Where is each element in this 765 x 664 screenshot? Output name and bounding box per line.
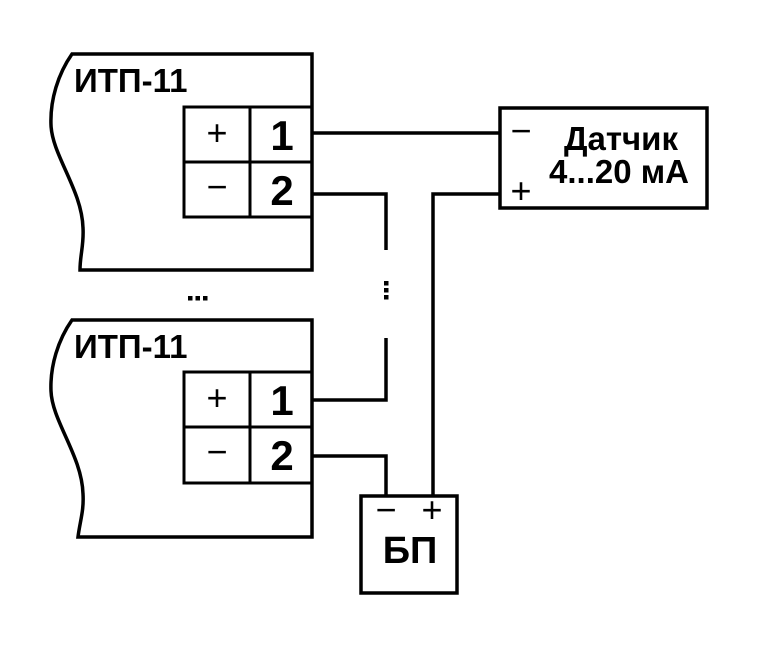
device-2-label: ИТП-11	[74, 328, 187, 365]
dot	[384, 281, 389, 286]
power-supply-minus-sign: −	[375, 489, 396, 530]
power-supply-box: − + БП	[359, 489, 459, 595]
device-2-term2-number: 2	[270, 432, 293, 479]
wire-psu-plus-to-sensor-plus	[431, 192, 500, 496]
device-2: ИТП-11 + 1 − 2	[49, 318, 314, 539]
wires	[312, 131, 500, 496]
sensor-plus-sign: +	[510, 170, 531, 211]
power-supply-plus-sign: +	[421, 489, 442, 530]
power-supply-outline	[359, 494, 459, 595]
dot	[384, 288, 389, 293]
power-supply-label: БП	[383, 530, 438, 572]
device-2-terminal-block: + 1 − 2	[182, 370, 314, 485]
device-2-term1-number: 1	[270, 377, 293, 424]
dot	[188, 296, 193, 301]
device-1-term2-number: 2	[270, 167, 293, 214]
wire-device2-term2-to-psu-minus	[312, 454, 388, 496]
wire-chain-to-device2-term1	[312, 338, 388, 402]
device-1-term2-sign: −	[206, 166, 227, 207]
sensor-range: 4...20 мА	[549, 153, 689, 190]
continuation-dots-vertical	[384, 281, 389, 300]
device-2-term1-sign: +	[206, 377, 227, 418]
dot	[195, 296, 200, 301]
device-1-term1-sign: +	[206, 112, 227, 153]
device-1-label: ИТП-11	[74, 62, 187, 99]
sensor-name: Датчик	[564, 120, 678, 157]
continuation-dots-horizontal	[188, 296, 208, 301]
sensor-outline	[498, 106, 709, 210]
device-1-terminal-block: + 1 − 2	[182, 105, 314, 219]
device-1-term1-number: 1	[270, 112, 293, 159]
device-1: ИТП-11 + 1 − 2	[49, 52, 314, 272]
sensor-box: − + Датчик 4...20 мА	[498, 106, 709, 211]
dot	[384, 295, 389, 300]
device-2-term2-sign: −	[206, 431, 227, 472]
wire-device1-term2-down	[312, 192, 388, 250]
sensor-minus-sign: −	[510, 110, 531, 151]
dot	[203, 296, 208, 301]
